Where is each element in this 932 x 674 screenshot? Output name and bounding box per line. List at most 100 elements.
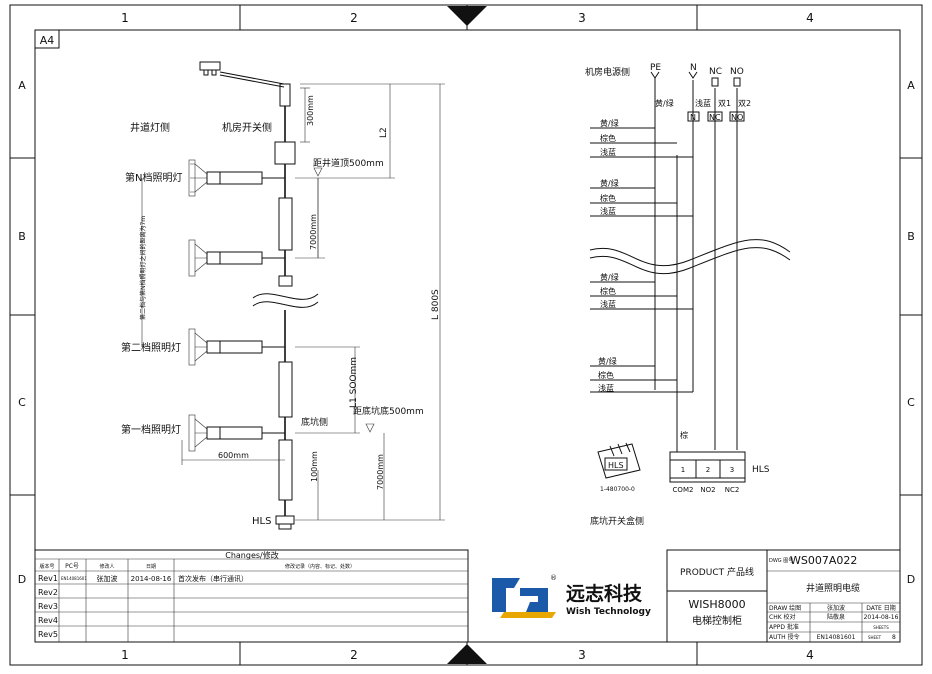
col-label: 3 <box>578 648 586 662</box>
dim-300-label: 300mm <box>306 95 315 126</box>
group-brown: 棕色 <box>600 193 616 203</box>
terminal-hls-label: HLS <box>752 465 770 475</box>
hls-connector-icon <box>597 442 641 479</box>
changes-title: Changes/修改 <box>225 550 279 560</box>
pit-side-label: 底坑侧 <box>301 416 328 428</box>
dim-7000-upper-label: 7000mm <box>309 214 318 250</box>
row-labels-left: A B C D <box>18 79 26 586</box>
group-brown: 棕色 <box>600 286 616 296</box>
dim-600-label: 600mm <box>218 451 249 460</box>
col-label: 2 <box>350 648 358 662</box>
auth-label: AUTH 授令 <box>769 633 800 641</box>
changes-header: PC号 <box>65 563 79 570</box>
terminal-number: 3 <box>730 466 734 474</box>
auth-value: EN14081601 <box>817 634 856 641</box>
draw-label: DRAW 绘图 <box>769 604 801 612</box>
date-label: DATE 日期 <box>866 604 896 612</box>
hoistway-side-label: 井道灯侧 <box>130 121 170 134</box>
changes-table: Changes/修改 版本号 PC号 修改人 日期 修改记录（内容、标记、处数）… <box>34 549 469 643</box>
lamp-1-label: 第一档照明灯 <box>121 423 181 436</box>
dim-pit-label: 距底坑底500mm <box>353 405 424 417</box>
lamp-n <box>188 159 285 197</box>
group-yg: 黄/绿 <box>600 178 619 188</box>
table-row-rev: Rev3 <box>38 602 58 611</box>
table-row-rev: Rev5 <box>38 630 58 639</box>
logo-en: Wish Technology <box>566 607 651 617</box>
dimension-lines <box>141 83 445 521</box>
lamp-upper <box>188 239 285 277</box>
changes-header: 版本号 <box>39 563 54 570</box>
appd-label: APPD 批准 <box>769 623 799 631</box>
hoistway-cable-diagram: 井道灯侧 机房开关侧 第N档照明灯 第二档照明灯 第一档照明灯 300mm L2… <box>121 61 445 530</box>
lamp-n-label: 第N档照明灯 <box>125 171 182 184</box>
terminal-label: COM2 <box>673 486 694 494</box>
product-label: PRODUCT 产品线 <box>680 566 754 578</box>
table-row-by: 张加波 <box>97 574 118 583</box>
product-name: WISH8000 <box>688 598 745 611</box>
lamp-1 <box>188 414 285 452</box>
company-logo: 远志科技 Wish Technology ® <box>492 574 651 618</box>
box-n-label: N <box>690 113 696 122</box>
terminal-number: 1 <box>681 466 685 474</box>
dim-7000-lower-label: 7000mm <box>376 454 385 490</box>
hls-label: HLS <box>252 516 271 527</box>
changes-header: 修改记录（内容、标记、处数） <box>285 563 355 570</box>
sheet-label: SHEET <box>868 635 882 640</box>
group-blue: 浅蓝 <box>600 299 616 309</box>
product-cn: 电梯控制柜 <box>692 614 742 627</box>
changes-header: 修改人 <box>99 563 114 570</box>
connector-part-label: 1-480700-0 <box>600 486 635 493</box>
logo-reg: ® <box>550 574 557 582</box>
group-brown: 棕色 <box>598 370 614 380</box>
dim-l1-label: L1 SOOmm <box>349 357 359 408</box>
group-yg: 黄/绿 <box>600 272 619 282</box>
lamp-2 <box>188 328 285 366</box>
table-row-rev: Rev4 <box>38 616 58 625</box>
table-row-rev: Rev1 <box>38 574 58 583</box>
group-blue: 浅蓝 <box>600 147 616 157</box>
column-labels-bottom: 1 2 3 4 <box>121 648 814 662</box>
chk-by: 陆敬泉 <box>827 613 845 621</box>
double2-label: 双2 <box>738 99 751 108</box>
col-label: 4 <box>806 648 814 662</box>
pe-label: PE <box>650 63 661 73</box>
row-label: D <box>907 573 915 586</box>
row-label: B <box>907 230 915 243</box>
machine-room-power-side-label: 机房电源侧 <box>585 66 630 78</box>
col-label: 3 <box>578 11 586 25</box>
col-label: 4 <box>806 11 814 25</box>
brown-label: 棕 <box>680 430 688 440</box>
dim-100-label: 100mm <box>310 451 319 482</box>
group-brown: 棕色 <box>600 133 616 143</box>
title-block: PRODUCT 产品线 WISH8000 电梯控制柜 DWG 图号 WS007A… <box>666 549 901 643</box>
row-label: C <box>907 396 915 409</box>
dwg-label: DWG 图号 <box>769 558 793 564</box>
box-no-label: NO <box>731 113 743 122</box>
sheets-label: SHEETS <box>873 625 889 630</box>
row-label: B <box>18 230 26 243</box>
group-wires <box>590 127 694 393</box>
lamp-2-label: 第二档照明灯 <box>121 341 181 354</box>
dim-l2-label: L2 <box>379 127 389 138</box>
row-label: D <box>18 573 26 586</box>
sheet-value: 8 <box>892 634 896 641</box>
dwg-number: WS007A022 <box>790 554 857 567</box>
group-yg: 黄/绿 <box>600 118 619 128</box>
col-label: 2 <box>350 11 358 25</box>
row-labels-right: A B C D <box>907 79 915 586</box>
column-labels-top: 1 2 3 4 <box>121 11 814 25</box>
row-label: A <box>907 79 915 92</box>
table-row-pc: EN14081601 <box>61 576 87 581</box>
terminal-number: 2 <box>706 466 710 474</box>
table-row-date: 2014-08-16 <box>131 575 172 583</box>
row-label: A <box>18 79 26 92</box>
drawing-title: 井道照明电缆 <box>806 582 860 594</box>
group-blue: 浅蓝 <box>598 383 614 393</box>
draw-by: 张加波 <box>827 604 845 612</box>
terminal-label: NC2 <box>725 486 740 494</box>
sheet-size-label: A4 <box>40 34 55 47</box>
vertical-note-label: 第二档与第N档照明灯之间的距离为7m <box>139 216 147 320</box>
box-nc-label: NC <box>709 113 721 122</box>
nc-label: NC <box>709 67 722 77</box>
